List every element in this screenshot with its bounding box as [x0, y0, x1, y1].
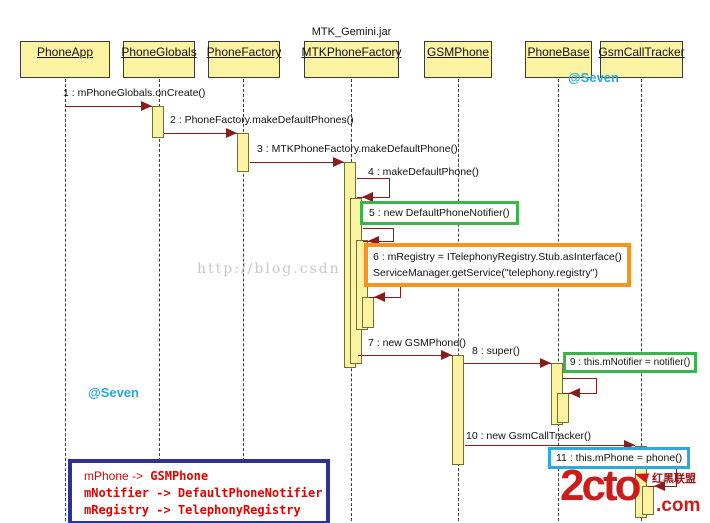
activation-mtkphonefactory-4: [362, 297, 374, 328]
site-logo: 2cto 红黑联盟 .com: [560, 464, 710, 522]
message-10-label: 10 : new GsmCallTracker(): [466, 430, 592, 442]
message-6-highlight-box: 6 : mRegistry = ITelephonyRegistry.Stub.…: [364, 243, 631, 287]
message-1-label: 1 : mPhoneGlobals.onCreate(): [63, 87, 206, 99]
message-4-label: 4 : makeDefaultPhone(): [368, 166, 479, 178]
lifeline-head-gsmcalltracker: GsmCallTracker: [598, 41, 685, 78]
logo-suffix-text: .com: [656, 495, 701, 516]
legend-line-1-rhs: GSMPhone: [150, 469, 209, 483]
legend-line-1: mPhone -> GSMPhone: [84, 468, 326, 485]
lifeline-head-phonefactory: PhoneFactory: [206, 41, 282, 78]
message-3-arrowhead-icon: [333, 157, 344, 167]
lifeline-head-gsmphone: GSMPhone: [424, 41, 492, 78]
message-6-label-line1: 6 : mRegistry = ITelephonyRegistry.Stub.…: [373, 251, 622, 263]
watermark-seven-left: @Seven: [88, 385, 139, 400]
message-11-arrowhead-icon: [654, 481, 665, 491]
lifeline-head-phoneapp: PhoneApp: [20, 41, 110, 78]
message-8-label: 8 : super(): [472, 345, 520, 357]
lifeline-phoneapp: [65, 79, 66, 521]
message-10-line: [465, 445, 635, 446]
lifeline-gsmcalltracker: [641, 79, 642, 521]
activation-phonebase-nested: [557, 393, 569, 423]
lifeline-phonebase: [558, 79, 559, 521]
lifeline-head-mtkphonefactory: MTKPhoneFactory: [301, 41, 402, 78]
legend-line-2: mNotifier -> DefaultPhoneNotifier: [84, 486, 323, 500]
package-label: MTK_Gemini.jar: [311, 26, 392, 38]
lifeline-name: MTKPhoneFactory: [301, 45, 402, 59]
logo-cn-text: 红黑联盟: [652, 473, 696, 485]
message-6-label-line2: ServiceManager.getService("telephony.reg…: [373, 267, 598, 279]
legend-line-1-lhs: mPhone ->: [84, 469, 144, 483]
message-7-label: 7 : new GSMPhone(): [368, 337, 467, 349]
message-2-line: [164, 133, 237, 134]
lifeline-phoneglobals: [159, 79, 160, 521]
message-5-highlight-box: 5 : new DefaultPhoneNotifier(): [360, 201, 519, 225]
message-9-label: 9 : this.mNotifier = notifier(): [570, 357, 691, 368]
activation-phoneglobals: [152, 106, 164, 138]
message-9-arrowhead-icon: [569, 388, 580, 398]
lifeline-phonefactory: [243, 79, 244, 521]
watermark-seven-top: @Seven: [568, 70, 619, 85]
message-10-arrowhead-icon: [624, 440, 635, 450]
activation-phonefactory: [237, 133, 249, 172]
message-1-line: [65, 106, 152, 107]
lifeline-gsmphone: [458, 79, 459, 521]
message-3-line: [250, 162, 344, 163]
lifeline-name: PhoneFactory: [206, 45, 282, 59]
message-6-arrowhead-icon: [374, 292, 385, 302]
message-9-highlight-box: 9 : this.mNotifier = notifier(): [563, 352, 698, 373]
lifeline-name: GsmCallTracker: [598, 45, 685, 59]
message-8-line: [464, 363, 551, 364]
message-11-highlight-box: 11 : this.mPhone = phone(): [548, 447, 691, 469]
lifeline-name: PhoneApp: [36, 45, 94, 59]
message-9-self-loop: [563, 378, 597, 394]
message-2-label: 2 : PhoneFactory.makeDefaultPhones(): [170, 114, 354, 126]
message-5-label: 5 : new DefaultPhoneNotifier(): [369, 207, 510, 219]
message-4-arrowhead-icon: [362, 192, 373, 202]
lifeline-name: GSMPhone: [426, 45, 490, 59]
message-3-label: 3 : MTKPhoneFactory.makeDefaultPhone(): [257, 143, 458, 155]
message-5-arrowhead-icon: [368, 236, 379, 246]
lifeline-name: PhoneGlobals: [121, 45, 197, 59]
message-1-arrowhead-icon: [141, 101, 152, 111]
legend-line-3: mRegistry -> TelephonyRegistry: [84, 503, 301, 517]
legend-box: mPhone -> GSMPhone mNotifier -> DefaultP…: [68, 459, 330, 523]
message-4-self-loop: [357, 178, 390, 198]
lifeline-name: PhoneBase: [527, 45, 590, 59]
activation-gsmphone: [452, 355, 464, 465]
message-7-line: [358, 355, 452, 356]
message-2-arrowhead-icon: [226, 128, 237, 138]
message-7-arrowhead-icon: [441, 350, 452, 360]
logo-brand-text: 2cto: [560, 461, 642, 510]
lifeline-head-phoneglobals: PhoneGlobals: [121, 41, 197, 78]
lifeline-head-phonebase: PhoneBase: [525, 41, 592, 78]
message-8-arrowhead-icon: [540, 358, 551, 368]
message-11-label: 11 : this.mPhone = phone(): [556, 452, 683, 464]
watermark-url: http://blog.csdn: [197, 261, 341, 277]
